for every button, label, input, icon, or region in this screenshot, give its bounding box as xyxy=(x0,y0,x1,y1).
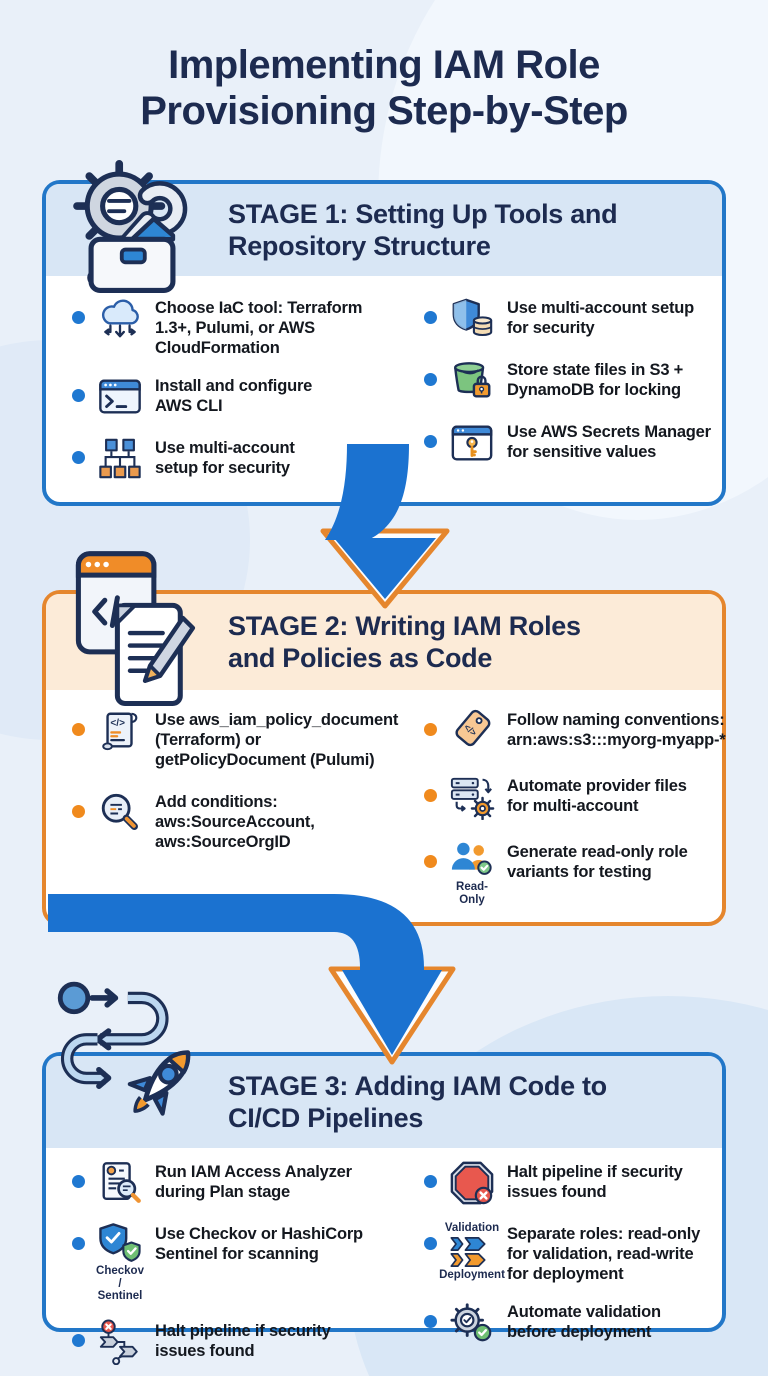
icon-label: Checkov / Sentinel xyxy=(96,1265,144,1303)
icon-label-validation: Validation xyxy=(444,1222,500,1234)
cloud-deploy-icon xyxy=(93,296,147,342)
list-item-add-conditions: Add conditions: aws:SourceAccount, aws:S… xyxy=(72,790,424,852)
stage-1-left-column: Choose IaC tool: Terraform 1.3+, Pulumi,… xyxy=(72,296,424,482)
list-item-secrets-manager: Use AWS Secrets Manager for sensitive va… xyxy=(424,420,718,466)
item-text: Automate provider files for multi-accoun… xyxy=(507,777,687,815)
code-glyph: </> xyxy=(110,718,125,729)
toolbox-wrench-icon xyxy=(68,160,196,293)
stage-1-title: STAGE 1: Setting Up Tools and Repository… xyxy=(228,198,618,261)
bullet-dot xyxy=(424,1175,437,1188)
bullet-dot xyxy=(424,789,437,802)
list-item-readonly-variants: Read-Only Generate read-only role varian… xyxy=(424,840,726,906)
readonly-users-icon: Read-Only xyxy=(445,840,499,906)
stage-2-left-column: </> Use aws_iam_policy_document (Terrafo… xyxy=(72,708,424,906)
item-text: Choose IaC tool: Terraform 1.3+, Pulumi,… xyxy=(155,299,363,357)
item-text: Generate read-only role variants for tes… xyxy=(507,843,688,881)
list-item-halt-pipeline: Halt pipeline if security issues found xyxy=(72,1319,424,1365)
stop-sign-icon xyxy=(445,1160,499,1206)
gear-check-icon xyxy=(445,1300,499,1346)
list-item-access-analyzer: Run IAM Access Analyzer during Plan stag… xyxy=(72,1160,424,1206)
bullet-dot xyxy=(424,311,437,324)
stage-3-title: STAGE 3: Adding IAM Code to CI/CD Pipeli… xyxy=(228,1070,607,1133)
item-text: Use AWS Secrets Manager for sensitive va… xyxy=(507,423,711,461)
item-text: Use Checkov or HashiCorp Sentinel for sc… xyxy=(155,1225,363,1263)
code-window-document-icon xyxy=(72,550,198,711)
pipeline-rocket-icon xyxy=(56,980,208,1118)
icon-label: Read-Only xyxy=(456,881,488,906)
list-item-multi-account: Use multi-account setup for security xyxy=(72,436,424,482)
analyzer-document-icon xyxy=(93,1160,147,1206)
item-text: Install and configure AWS CLI xyxy=(155,377,313,416)
item-text: Automate validation before deployment xyxy=(507,1303,661,1342)
list-item-checkov-sentinel: Checkov / Sentinel Use Checkov or HashiC… xyxy=(72,1222,424,1303)
provider-server-gear-icon xyxy=(445,774,499,820)
icon-label-deployment: Deployment xyxy=(439,1268,505,1281)
bullet-dot xyxy=(72,389,85,403)
item-text: Use multi-account setup for security xyxy=(507,299,695,337)
checkov-shield-icon: Checkov / Sentinel xyxy=(93,1222,147,1303)
stage-1-right-column: Use multi-account setup for security xyxy=(424,296,718,482)
bullet-dot xyxy=(72,805,85,819)
list-item-provider-files: Automate provider files for multi-accoun… xyxy=(424,774,726,820)
halt-flow-icon xyxy=(93,1319,147,1365)
list-item-halt-pipeline-stop: Halt pipeline if security issues found xyxy=(424,1160,718,1206)
item-text: Store state files in S3 + DynamoDB for l… xyxy=(507,361,684,399)
secrets-key-icon xyxy=(445,420,499,466)
item-text: Separate roles: read-only for validation… xyxy=(507,1225,701,1283)
list-item-install-aws-cli: Install and configure AWS CLI xyxy=(72,374,424,420)
bullet-dot xyxy=(424,373,437,386)
stage-3-left-column: Run IAM Access Analyzer during Plan stag… xyxy=(72,1160,424,1365)
bullet-dot xyxy=(424,855,437,868)
bullet-dot xyxy=(72,311,85,324)
bullet-dot xyxy=(72,451,85,465)
stage-2-title: STAGE 2: Writing IAM Roles and Policies … xyxy=(228,610,581,673)
stage-2-body: </> Use aws_iam_policy_document (Terrafo… xyxy=(46,690,726,914)
item-text: Use multi-account setup for security xyxy=(155,439,295,478)
list-item-separate-roles: Validation Deployment Separate roles: re… xyxy=(424,1222,718,1284)
naming-tag-icon: </> xyxy=(445,708,499,754)
stage-1-body: Choose IaC tool: Terraform 1.3+, Pulumi,… xyxy=(46,276,722,490)
list-item-naming-conventions: </> Follow naming conventions: arn:aws:s… xyxy=(424,708,726,754)
list-item-automate-validation: Automate validation before deployment xyxy=(424,1300,718,1346)
page-title: Implementing IAM Role Provisioning Step-… xyxy=(140,43,628,134)
bullet-dot xyxy=(424,1237,437,1250)
bullet-dot xyxy=(72,723,85,736)
bucket-lock-icon xyxy=(445,358,499,404)
validation-deployment-icon: Validation Deployment xyxy=(439,1222,505,1281)
stage-3-right-column: Halt pipeline if security issues found V… xyxy=(424,1160,718,1365)
stage-2-right-column: </> Follow naming conventions: arn:aws:s… xyxy=(424,708,726,906)
bullet-dot xyxy=(424,723,437,736)
shield-database-icon xyxy=(445,296,499,342)
policy-scroll-icon: </> xyxy=(93,708,147,754)
item-text: Run IAM Access Analyzer during Plan stag… xyxy=(155,1163,352,1201)
bullet-dot xyxy=(424,435,437,448)
conditions-magnifier-icon xyxy=(93,790,147,836)
item-text: Add conditions: aws:SourceAccount, aws:S… xyxy=(155,793,315,851)
list-item-multi-account-security: Use multi-account setup for security xyxy=(424,296,718,342)
item-text: Follow naming conventions: arn:aws:s3:::… xyxy=(507,711,726,749)
item-text: Use aws_iam_policy_document (Terraform) … xyxy=(155,711,399,769)
list-item-state-files: Store state files in S3 + DynamoDB for l… xyxy=(424,358,718,404)
terminal-icon xyxy=(93,374,147,420)
bullet-dot xyxy=(424,1315,437,1329)
list-item-policy-document: </> Use aws_iam_policy_document (Terrafo… xyxy=(72,708,424,770)
bullet-dot xyxy=(72,1333,85,1347)
bullet-dot xyxy=(72,1175,85,1188)
stage-3-body: Run IAM Access Analyzer during Plan stag… xyxy=(46,1148,722,1373)
multi-account-cubes-icon xyxy=(93,436,147,482)
list-item-choose-iac-tool: Choose IaC tool: Terraform 1.3+, Pulumi,… xyxy=(72,296,424,358)
item-text: Halt pipeline if security issues found xyxy=(507,1163,683,1201)
bullet-dot xyxy=(72,1237,85,1250)
item-text: Halt pipeline if security issues found xyxy=(155,1321,331,1360)
